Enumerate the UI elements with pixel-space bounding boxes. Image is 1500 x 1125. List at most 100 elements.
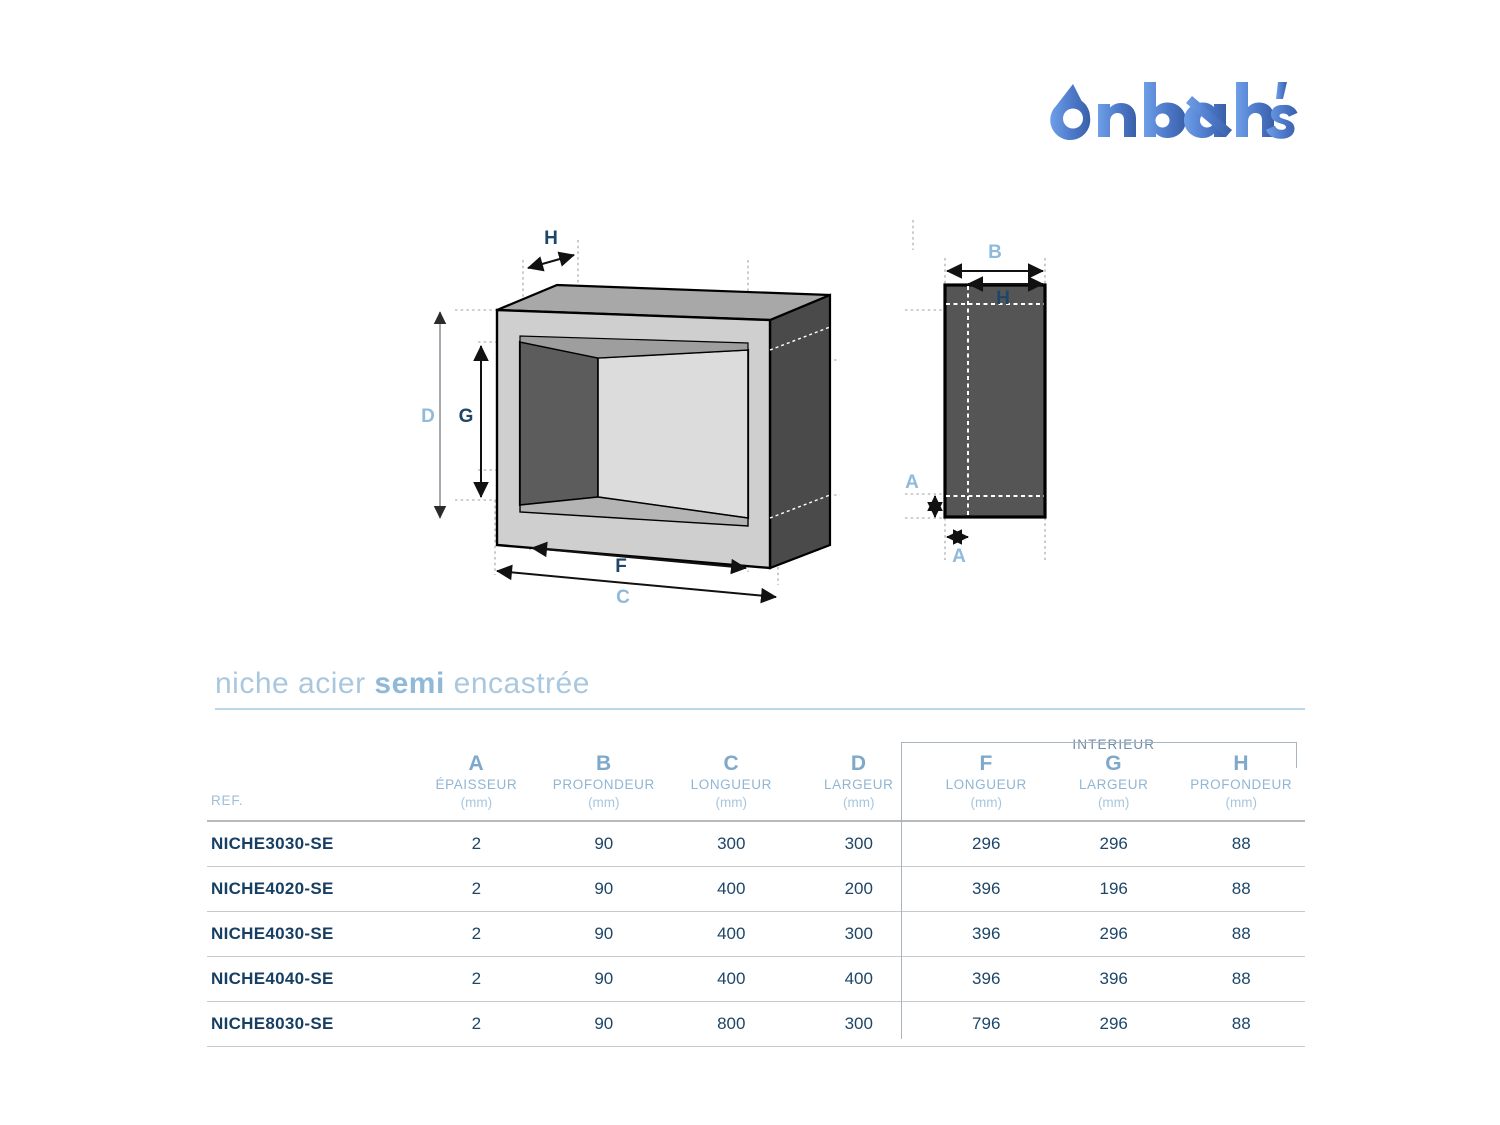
column-header-g: G LARGEUR (mm) [1049,752,1178,823]
cell-c: 300 [667,821,796,868]
cell-ref: NICHE4040-SE [207,956,413,1003]
column-letter-c: C [723,752,740,775]
dimension-label-B-side: B [988,242,1002,263]
dimension-label-G-iso: G [459,406,474,427]
brand-logo [1040,78,1300,148]
column-name-c: LONGUEUR [690,777,772,793]
dimension-label-A-left: A [905,472,919,493]
cell-g: 296 [1049,911,1178,958]
cell-a: 2 [412,1001,541,1048]
dimension-label-A-bottom: A [952,546,966,567]
column-letter-f: F [979,752,993,775]
niche-right-face [768,293,832,570]
cell-g: 296 [1049,821,1178,868]
cell-d: 300 [795,821,923,868]
niche-inner-top [519,335,749,359]
dimension-label-C-iso: C [616,587,630,608]
dimension-A-bottom-side: A [946,529,969,567]
interieur-group-left-border [901,742,902,1039]
cell-f: 396 [922,956,1050,1003]
cell-a: 2 [412,821,541,868]
column-header-b: B PROFONDEUR (mm) [540,752,668,823]
cell-d: 200 [795,866,923,913]
dimension-H-iso: H [527,228,575,272]
cell-ref: NICHE4030-SE [207,911,413,958]
column-unit-f: (mm) [970,794,1002,810]
cell-h: 88 [1177,1001,1305,1048]
side-view-drawing: B H A A [905,220,1047,567]
dimension-D-iso: D [421,311,447,519]
cell-h: 88 [1177,821,1305,868]
dimension-label-D-iso: D [421,406,435,427]
niche-inner-bottom [519,496,749,527]
dimension-label-H-side: H [996,288,1010,309]
dimension-B-side: B [946,242,1044,279]
title-divider [215,707,1305,710]
specification-table: INTERIEUR REF. A ÉPAISSEUR (mm) B PROFON… [207,726,1305,1048]
cell-f: 296 [922,821,1050,868]
table-row: NICHE4020-SE 2 90 400 200 396 196 88 [207,866,1305,913]
section-title-block: niche acier semi encastrée [215,668,1305,710]
column-unit-a: (mm) [460,794,493,810]
technical-drawings: .dim-lbl-l{fill:#8fbadc;font-family:"Lib… [0,200,1500,650]
column-letter-d: D [850,752,867,775]
title-emphasis: semi [374,667,445,700]
cell-c: 400 [667,911,796,958]
page-title: niche acier semi encastrée [215,668,1305,700]
column-unit-g: (mm) [1097,794,1130,810]
table-header-row: REF. A ÉPAISSEUR (mm) B PROFONDEUR (mm) … [207,752,1305,823]
cell-a: 2 [412,866,541,913]
column-unit-b: (mm) [588,794,620,810]
column-letter-h: H [1233,752,1250,775]
column-name-f: LONGUEUR [945,777,1027,793]
column-name-a: ÉPAISSEUR [435,777,518,793]
cell-a: 2 [412,956,541,1003]
cell-h: 88 [1177,911,1305,958]
dimension-G-iso: G [459,345,489,498]
cell-b: 90 [540,866,668,913]
column-letter-a: A [468,752,485,775]
column-name-b: PROFONDEUR [552,777,655,793]
column-name-g: LARGEUR [1078,777,1149,793]
column-header-h: H PROFONDEUR (mm) [1177,752,1305,823]
title-part1: niche acier [215,667,375,700]
cell-h: 88 [1177,956,1305,1003]
column-name-d: LARGEUR [824,777,894,793]
column-unit-c: (mm) [715,794,748,810]
cell-h: 88 [1177,866,1305,913]
column-header-c: C LONGUEUR (mm) [667,752,796,823]
dimension-A-left-side: A [905,472,943,518]
column-unit-d: (mm) [843,794,875,810]
cell-d: 300 [795,911,923,958]
cell-f: 396 [922,911,1050,958]
cell-f: 796 [922,1001,1050,1048]
interieur-group-top-border [901,742,1297,743]
side-view-hidden-lines [946,286,1044,516]
cell-d: 300 [795,1001,923,1048]
cell-b: 90 [540,821,668,868]
cell-ref: NICHE3030-SE [207,821,413,868]
cell-b: 90 [540,911,668,958]
column-letter-g: G [1105,752,1123,775]
column-name-h: PROFONDEUR [1190,777,1293,793]
cell-g: 196 [1049,866,1178,913]
table-group-row: INTERIEUR [207,726,1305,752]
dimension-label-H-iso: H [544,228,558,249]
cell-b: 90 [540,956,668,1003]
dimension-C-iso: C [496,564,777,608]
drawings-svg: .dim-lbl-l{fill:#8fbadc;font-family:"Lib… [421,220,1047,608]
brand-logo-svg [1050,82,1298,141]
cell-c: 800 [667,1001,796,1048]
niche-inner-back [597,349,749,519]
niche-hidden-lines [769,326,831,519]
column-header-d: D LARGEUR (mm) [795,752,923,823]
side-view-body [943,283,1047,519]
cell-a: 2 [412,911,541,958]
group-label-interieur: INTERIEUR [1072,737,1156,752]
cell-b: 90 [540,1001,668,1048]
table-row: NICHE3030-SE 2 90 300 300 296 296 88 [207,821,1305,868]
cell-ref: NICHE8030-SE [207,1001,413,1048]
cell-g: 296 [1049,1001,1178,1048]
column-unit-h: (mm) [1225,794,1257,810]
